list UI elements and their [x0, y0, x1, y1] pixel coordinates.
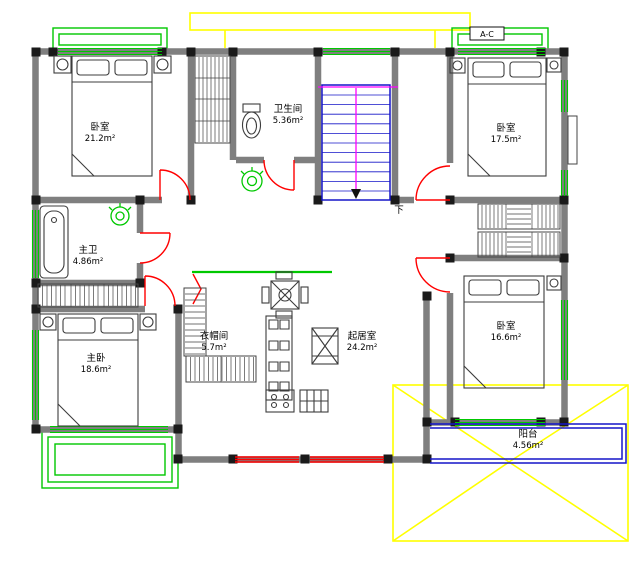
washbasin-icon: [108, 203, 132, 226]
armchair: [311, 327, 339, 365]
wardrobe-cabinet: [477, 231, 561, 258]
area-master-bedroom: 18.6m²: [81, 365, 112, 375]
bathtub: [39, 205, 69, 279]
furniture: [39, 55, 562, 427]
area-bedroom-bottom-right: 16.6m²: [491, 333, 522, 343]
wardrobe-cabinet: [477, 203, 561, 230]
stair-outline: [321, 84, 391, 201]
shoe-cabinet: [299, 389, 329, 413]
bed: [71, 55, 153, 177]
stove-icon: [265, 389, 295, 413]
balcony-railing: [430, 423, 627, 464]
label-living-room: 起居室: [348, 330, 377, 342]
dining-table: [261, 271, 309, 319]
bed: [467, 57, 547, 177]
door-master-bedroom: [144, 275, 176, 307]
door-cloakroom-folding: [192, 273, 202, 305]
bed: [57, 313, 139, 427]
wardrobe-cabinet: [37, 283, 139, 308]
section-mark-box: [469, 26, 505, 41]
label-bedroom-bottom-right: 卧室: [496, 320, 515, 332]
label-bathroom: 卫生间: [274, 103, 303, 115]
roof-top-ridge: [189, 12, 471, 31]
area-bedroom-top-left: 21.2m²: [85, 134, 116, 144]
stair-down-arrow-icon: [351, 189, 361, 199]
label-master-bath: 主卫: [78, 244, 98, 256]
area-master-bath: 4.86m²: [73, 257, 104, 267]
label-bedroom-top-left: 卧室: [90, 121, 109, 133]
stair-down-label: 下: [394, 205, 404, 216]
area-bathroom: 5.36m²: [273, 116, 304, 126]
door-bedroom-bottom-right: [415, 257, 451, 293]
patio-door-right: [310, 456, 384, 463]
section-mark-label: A-C: [480, 30, 494, 39]
bay-window-bottom-left-inner: [54, 443, 166, 476]
bay-window-bottom-left-mid: [47, 436, 173, 483]
bay-window-top-left-inner: [58, 33, 162, 46]
wardrobe-cabinet: [185, 355, 257, 383]
label-master-bedroom: 主卧: [86, 352, 106, 364]
staircase: 下: [318, 84, 404, 216]
toilet-icon: [241, 103, 262, 139]
section-mark: A-C: [469, 26, 505, 41]
washbasin-icon: [240, 167, 264, 192]
roof-top-connectors: [224, 30, 436, 48]
label-cloakroom: 衣帽间: [200, 330, 229, 342]
door-bedroom-top-left: [159, 169, 191, 201]
sideboard-cabinet: [265, 315, 293, 401]
wall-flue-protrusion: [567, 115, 578, 165]
door-bathroom: [263, 159, 295, 191]
door-bedroom-top-right: [415, 165, 451, 201]
patio-door-left: [235, 456, 299, 463]
room-labels: 卧室 21.2m² 卫生间 5.36m² 卧室 17.5m² 主卫 4.86m²…: [73, 103, 544, 451]
doors: [139, 159, 451, 463]
area-living-room: 24.2m²: [347, 343, 378, 353]
area-balcony: 4.56m²: [513, 441, 544, 451]
bay-window-top-left: [52, 27, 168, 52]
bay-window-bottom-left: [41, 430, 179, 489]
label-bedroom-top-right: 卧室: [496, 122, 515, 134]
bed: [463, 275, 545, 389]
duct-cabinet: [194, 55, 231, 144]
area-cloakroom: 5.7m²: [201, 343, 226, 353]
roof-hip-outline: [392, 384, 629, 542]
nightstand: [39, 55, 562, 331]
cabinets: [37, 55, 561, 383]
area-bedroom-top-right: 17.5m²: [491, 135, 522, 145]
label-balcony: 阳台: [518, 428, 537, 440]
door-master-bath: [139, 232, 171, 264]
